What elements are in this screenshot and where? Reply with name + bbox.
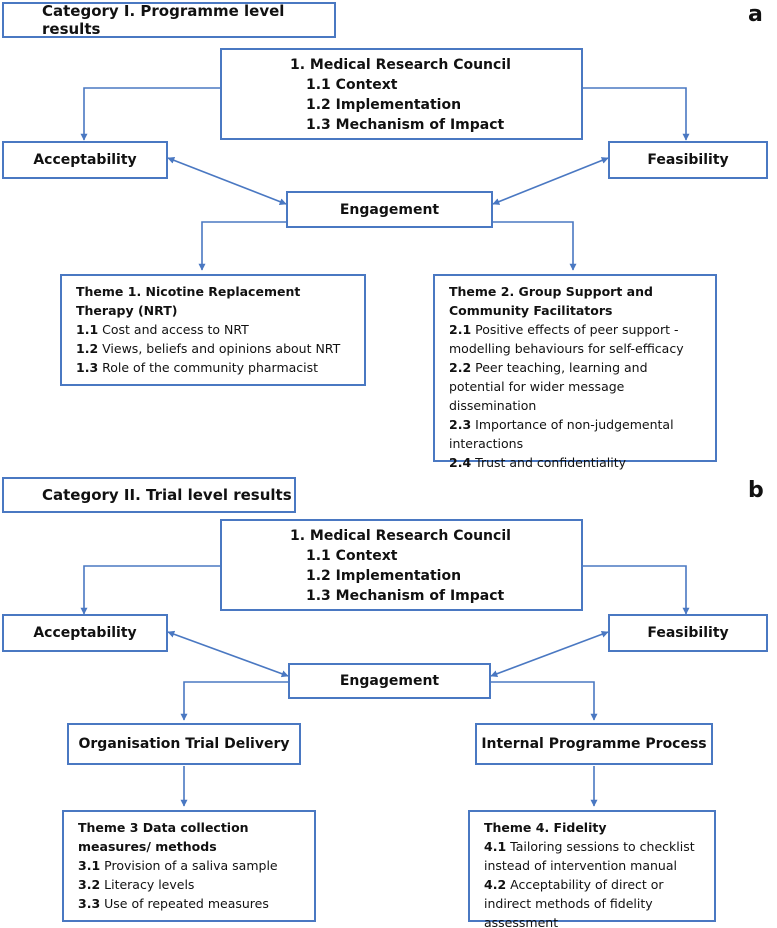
item-number: 4.2 — [484, 877, 507, 892]
internal-process-label: Internal Programme Process — [481, 736, 707, 752]
arrow-engagement-to-theme1 — [198, 221, 286, 271]
engagement-box-b: Engagement — [288, 663, 491, 699]
feasibility-label-a: Feasibility — [647, 152, 729, 168]
theme1-title: Theme 1. Nicotine Replacement Therapy (N… — [76, 284, 301, 318]
acceptability-box-a: Acceptability — [2, 141, 168, 179]
theme4-box: Theme 4. Fidelity 4.1 Tailoring sessions… — [468, 810, 716, 928]
category-box-a: Category I. Programme level results — [2, 2, 336, 38]
item-number: 4.1 — [484, 839, 507, 854]
theme2-box: Theme 2. Group Support and Community Fac… — [433, 274, 717, 470]
acceptability-box-b: Acceptability — [2, 614, 168, 652]
theme2-item: 2.1 Positive effects of peer support - m… — [449, 320, 705, 358]
item-text: Cost and access to NRT — [102, 322, 249, 337]
engagement-label-a: Engagement — [339, 201, 440, 218]
item-number: 2.4 — [449, 455, 472, 470]
mrc-item-b: 1.1 Context — [306, 548, 398, 564]
arrow-engagement-to-internal-process — [491, 681, 598, 721]
item-text: Provision of a saliva sample — [104, 858, 278, 873]
theme4-item: 4.2 Acceptability of direct or indirect … — [484, 875, 704, 928]
theme4-title: Theme 4. Fidelity — [484, 820, 607, 835]
mrc-item-a: 1.1 Context — [306, 77, 398, 93]
item-text: Literacy levels — [104, 877, 195, 892]
mrc-title-a: 1. Medical Research Council — [290, 57, 511, 73]
feasibility-box-a: Feasibility — [608, 141, 768, 179]
theme1-box: Theme 1. Nicotine Replacement Therapy (N… — [60, 274, 366, 386]
item-text: Trust and confidentiality — [475, 455, 627, 470]
arrow-mrc-to-acceptability-a — [80, 87, 220, 141]
item-number: 2.1 — [449, 322, 472, 337]
theme3-item: 3.3 Use of repeated measures — [78, 894, 304, 913]
mrc-title-b: 1. Medical Research Council — [290, 528, 511, 544]
arrow-feasibility-engagement-a — [492, 157, 609, 205]
item-number: 1.3 — [76, 360, 99, 375]
item-text: Use of repeated measures — [104, 896, 269, 911]
acceptability-label-b: Acceptability — [33, 625, 137, 641]
category-box-b: Category II. Trial level results — [2, 477, 296, 513]
arrow-mrc-to-feasibility-a — [583, 87, 690, 141]
item-number: 3.3 — [78, 896, 101, 911]
theme2-item: 2.4 Trust and confidentiality — [449, 453, 705, 472]
theme3-title: Theme 3 Data collection measures/ method… — [78, 820, 249, 854]
org-delivery-label: Organisation Trial Delivery — [78, 736, 290, 752]
feasibility-label-b: Feasibility — [647, 625, 729, 641]
category-label-a: Category I. Programme level results — [42, 2, 285, 38]
theme3-item: 3.2 Literacy levels — [78, 875, 304, 894]
theme4-item: 4.1 Tailoring sessions to checklist inst… — [484, 837, 704, 875]
item-number: 2.2 — [449, 360, 472, 375]
item-number: 2.3 — [449, 417, 472, 432]
item-text: Views, beliefs and opinions about NRT — [102, 341, 341, 356]
arrow-acceptability-engagement-a — [167, 157, 287, 205]
item-text: Importance of non-judgemental interactio… — [449, 417, 674, 451]
engagement-box-a: Engagement — [286, 191, 493, 228]
acceptability-label-a: Acceptability — [33, 152, 137, 168]
panel-letter-a: a — [748, 2, 763, 27]
mrc-item-b: 1.2 Implementation — [306, 568, 462, 584]
item-text: Acceptability of direct or indirect meth… — [484, 877, 664, 928]
arrow-engagement-to-org-delivery — [180, 681, 288, 721]
theme2-title: Theme 2. Group Support and Community Fac… — [449, 284, 653, 318]
theme2-item: 2.3 Importance of non-judgemental intera… — [449, 415, 705, 453]
theme3-item: 3.1 Provision of a saliva sample — [78, 856, 304, 875]
arrow-acceptability-engagement-b — [167, 630, 289, 678]
mrc-box-b: 1. Medical Research Council 1.1 Context … — [220, 519, 583, 611]
item-text: Peer teaching, learning and potential fo… — [449, 360, 648, 413]
feasibility-box-b: Feasibility — [608, 614, 768, 652]
item-text: Role of the community pharmacist — [102, 360, 319, 375]
theme1-item: 1.2 Views, beliefs and opinions about NR… — [76, 339, 354, 358]
arrow-mrc-to-feasibility-b — [583, 565, 690, 615]
panel-letter-b: b — [748, 478, 764, 503]
engagement-label-b: Engagement — [339, 673, 440, 689]
theme2-item: 2.2 Peer teaching, learning and potentia… — [449, 358, 705, 415]
arrow-mrc-to-acceptability-b — [80, 565, 220, 615]
org-delivery-box: Organisation Trial Delivery — [67, 723, 301, 765]
item-number: 1.2 — [76, 341, 99, 356]
mrc-item-a: 1.2 Implementation — [306, 97, 462, 113]
theme1-item: 1.3 Role of the community pharmacist — [76, 358, 354, 377]
item-number: 1.1 — [76, 322, 99, 337]
mrc-item-b: 1.3 Mechanism of Impact — [306, 588, 505, 604]
item-text: Tailoring sessions to checklist instead … — [484, 839, 695, 873]
arrow-feasibility-engagement-b — [490, 630, 609, 678]
theme3-box: Theme 3 Data collection measures/ method… — [62, 810, 316, 922]
item-number: 3.1 — [78, 858, 101, 873]
theme1-item: 1.1 Cost and access to NRT — [76, 320, 354, 339]
category-label-b: Category II. Trial level results — [42, 486, 292, 504]
mrc-item-a: 1.3 Mechanism of Impact — [306, 117, 505, 133]
arrow-engagement-to-theme2 — [493, 221, 577, 271]
item-number: 3.2 — [78, 877, 101, 892]
mrc-box-a: 1. Medical Research Council 1.1 Context … — [220, 48, 583, 140]
item-text: Positive effects of peer support - model… — [449, 322, 684, 356]
internal-process-box: Internal Programme Process — [475, 723, 713, 765]
